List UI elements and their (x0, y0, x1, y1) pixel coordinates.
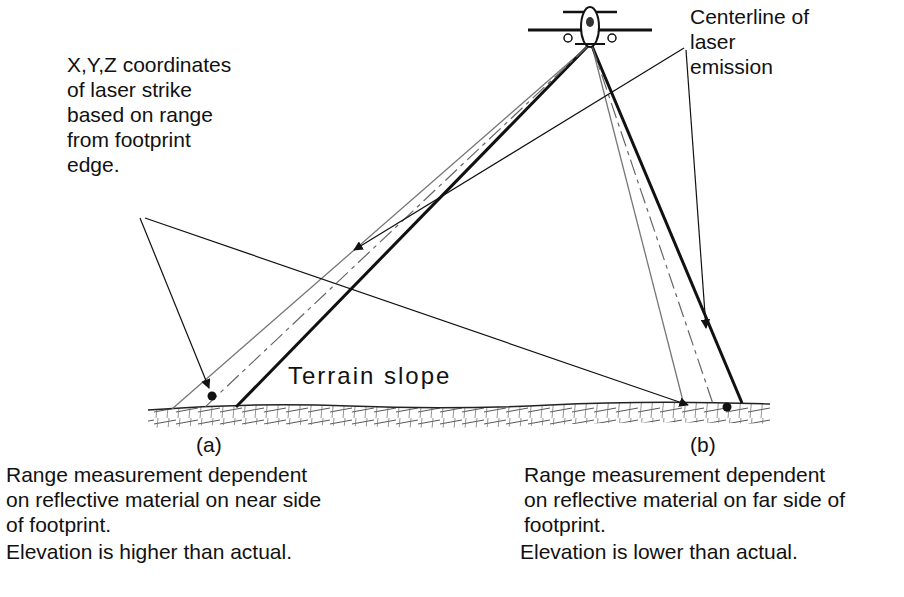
leader-line (140, 218, 209, 388)
callout-note: Centerline of laser emission (690, 4, 820, 79)
part-label: (b) (690, 432, 740, 457)
explanation-note: Elevation is lower than actual. (520, 539, 900, 564)
beam-edge (172, 46, 588, 409)
strike-point (208, 392, 217, 401)
explanation-note: Range measurement dependent on reflectiv… (524, 462, 854, 537)
explanation-note: Elevation is higher than actual. (6, 539, 386, 564)
airplane (528, 7, 652, 47)
leader-line (145, 218, 688, 405)
part-label: (a) (196, 432, 246, 457)
beam-edge (592, 46, 684, 405)
callout-note: X,Y,Z coordinates of laser strike based … (67, 52, 237, 177)
explanation-note: Range measurement dependent on reflectiv… (6, 462, 336, 537)
beam-centerline (204, 46, 588, 408)
beam-centerline (592, 46, 713, 404)
beam-edge (592, 46, 742, 403)
leader-line (686, 50, 706, 328)
terrain-hatching (148, 402, 770, 428)
terrain-label: Terrain slope (288, 362, 528, 390)
strike-point (723, 403, 732, 412)
leader-line (354, 48, 684, 250)
